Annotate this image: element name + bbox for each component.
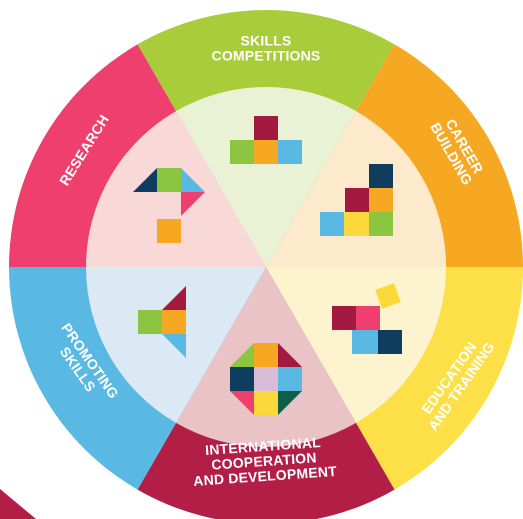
globe-mosaic-icon (230, 343, 302, 415)
training-blocks-icon (332, 283, 402, 354)
staircase-blocks-icon (320, 164, 393, 236)
segment-label-line: SKILLS (241, 33, 292, 49)
segment-skills-competitions-inner (176, 87, 356, 267)
segment-icons (133, 116, 402, 415)
podium-blocks-icon (230, 116, 302, 164)
segment-label-line: COMPETITIONS (212, 48, 321, 64)
corner-triangle-mark (0, 489, 36, 519)
question-mark-blocks-icon (133, 168, 205, 243)
megaphone-blocks-icon (138, 286, 186, 358)
segment-label-line: COOPERATION (211, 449, 317, 472)
